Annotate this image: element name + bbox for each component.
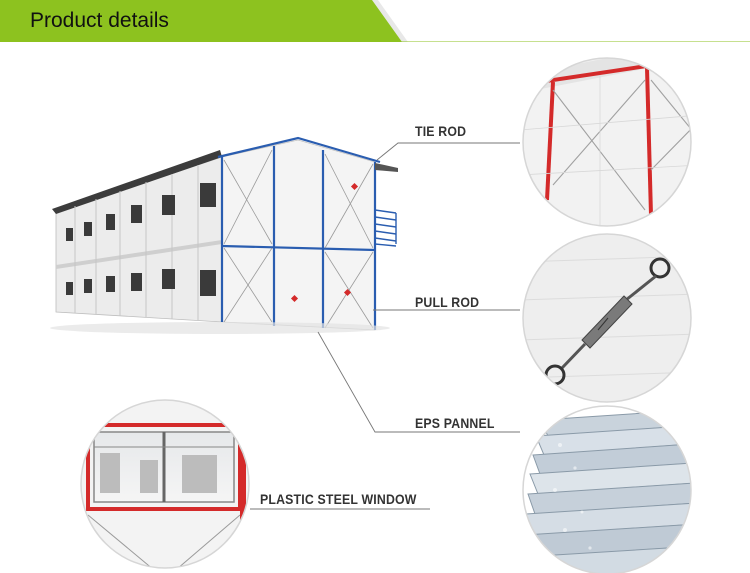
header-ribbon bbox=[0, 0, 750, 42]
page-title: Product details bbox=[30, 9, 169, 32]
plastic-steel-window-label: PLASTIC STEEL WINDOW bbox=[260, 491, 417, 507]
eps-pannel-label: EPS PANNEL bbox=[415, 415, 495, 431]
tie-rod-label: TIE ROD bbox=[415, 123, 467, 139]
eps-panel-stack-image bbox=[522, 405, 692, 573]
tie-rod-detail-image bbox=[522, 57, 692, 227]
leader-lines bbox=[250, 142, 520, 510]
prefab-house-illustration bbox=[50, 136, 398, 334]
pull-rod-label: PULL ROD bbox=[415, 294, 480, 310]
header-banner: Product details bbox=[0, 0, 750, 42]
turnbuckle-detail-image bbox=[522, 233, 692, 403]
plastic-steel-window-image bbox=[80, 399, 250, 569]
